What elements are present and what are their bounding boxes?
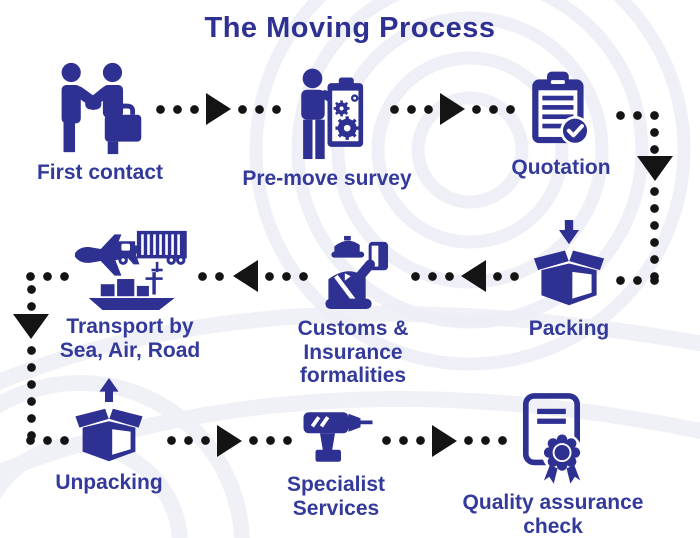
node-first-contact: First contact: [18, 60, 182, 185]
checklist-check-icon: [532, 71, 590, 146]
arrowhead-right-icon: [206, 93, 231, 125]
handshake-icon: [61, 62, 142, 155]
dotted-connector-segment: [22, 436, 73, 445]
dotted-connector-segment: [460, 436, 511, 445]
dotted-connector-segment: [27, 342, 36, 444]
dotted-connector-segment: [612, 111, 663, 120]
plane-truck-ship-icon: [74, 230, 187, 310]
dotted-connector-segment: [152, 105, 203, 114]
customs-officer-icon: [325, 235, 389, 310]
dotted-connector-segment: [261, 272, 312, 281]
certificate-ribbon-icon: [522, 393, 583, 484]
node-transport: Transport by Sea, Air, Road: [28, 224, 232, 362]
node-label: Pre-move survey: [242, 167, 412, 190]
node-label: Packing: [528, 317, 610, 340]
page-title: The Moving Process: [204, 12, 496, 44]
node-label: First contact: [36, 161, 164, 184]
dotted-connector-segment: [22, 272, 73, 281]
node-packing: Packing: [487, 220, 651, 341]
arrowhead-down-icon: [637, 156, 673, 181]
dotted-connector-segment: [378, 436, 429, 445]
dotted-connector-segment: [612, 276, 663, 285]
dotted-connector-segment: [386, 105, 437, 114]
node-quality-assurance: Quality assurance check: [455, 392, 651, 538]
power-drill-icon: [303, 412, 372, 462]
dotted-connector-segment: [27, 281, 36, 315]
arrowhead-down-icon: [13, 314, 49, 339]
node-unpacking: Unpacking: [29, 378, 189, 495]
node-label: Specialist Services: [286, 473, 386, 520]
arrowhead-left-icon: [233, 260, 258, 292]
dotted-connector-segment: [234, 105, 285, 114]
node-quotation: Quotation: [479, 70, 643, 180]
dotted-connector-segment: [245, 436, 296, 445]
node-label: Customs & Insurance formalities: [297, 317, 409, 388]
dotted-connector-segment: [489, 272, 523, 281]
node-specialist-services: Specialist Services: [246, 400, 426, 520]
node-label: Transport by Sea, Air, Road: [59, 315, 201, 362]
node-label: Quality assurance check: [462, 491, 644, 538]
dotted-connector-segment: [163, 436, 214, 445]
node-pre-move-survey: Pre-move survey: [241, 68, 413, 191]
arrowhead-right-icon: [440, 93, 465, 125]
dotted-connector-segment: [407, 272, 458, 281]
dotted-connector-segment: [650, 183, 659, 285]
dotted-connector-segment: [468, 105, 519, 114]
node-label: Quotation: [511, 156, 611, 179]
arrowhead-right-icon: [432, 425, 457, 457]
surveyor-clipboard-icon: [300, 68, 363, 160]
dotted-connector-segment: [650, 124, 659, 158]
node-customs-insurance: Customs & Insurance formalities: [251, 230, 455, 388]
arrowhead-left-icon: [461, 260, 486, 292]
node-label: Unpacking: [55, 471, 163, 494]
unpacking-box-icon: [75, 378, 143, 462]
packing-box-icon: [533, 220, 605, 306]
dotted-connector-segment: [194, 272, 228, 281]
arrowhead-right-icon: [217, 425, 242, 457]
